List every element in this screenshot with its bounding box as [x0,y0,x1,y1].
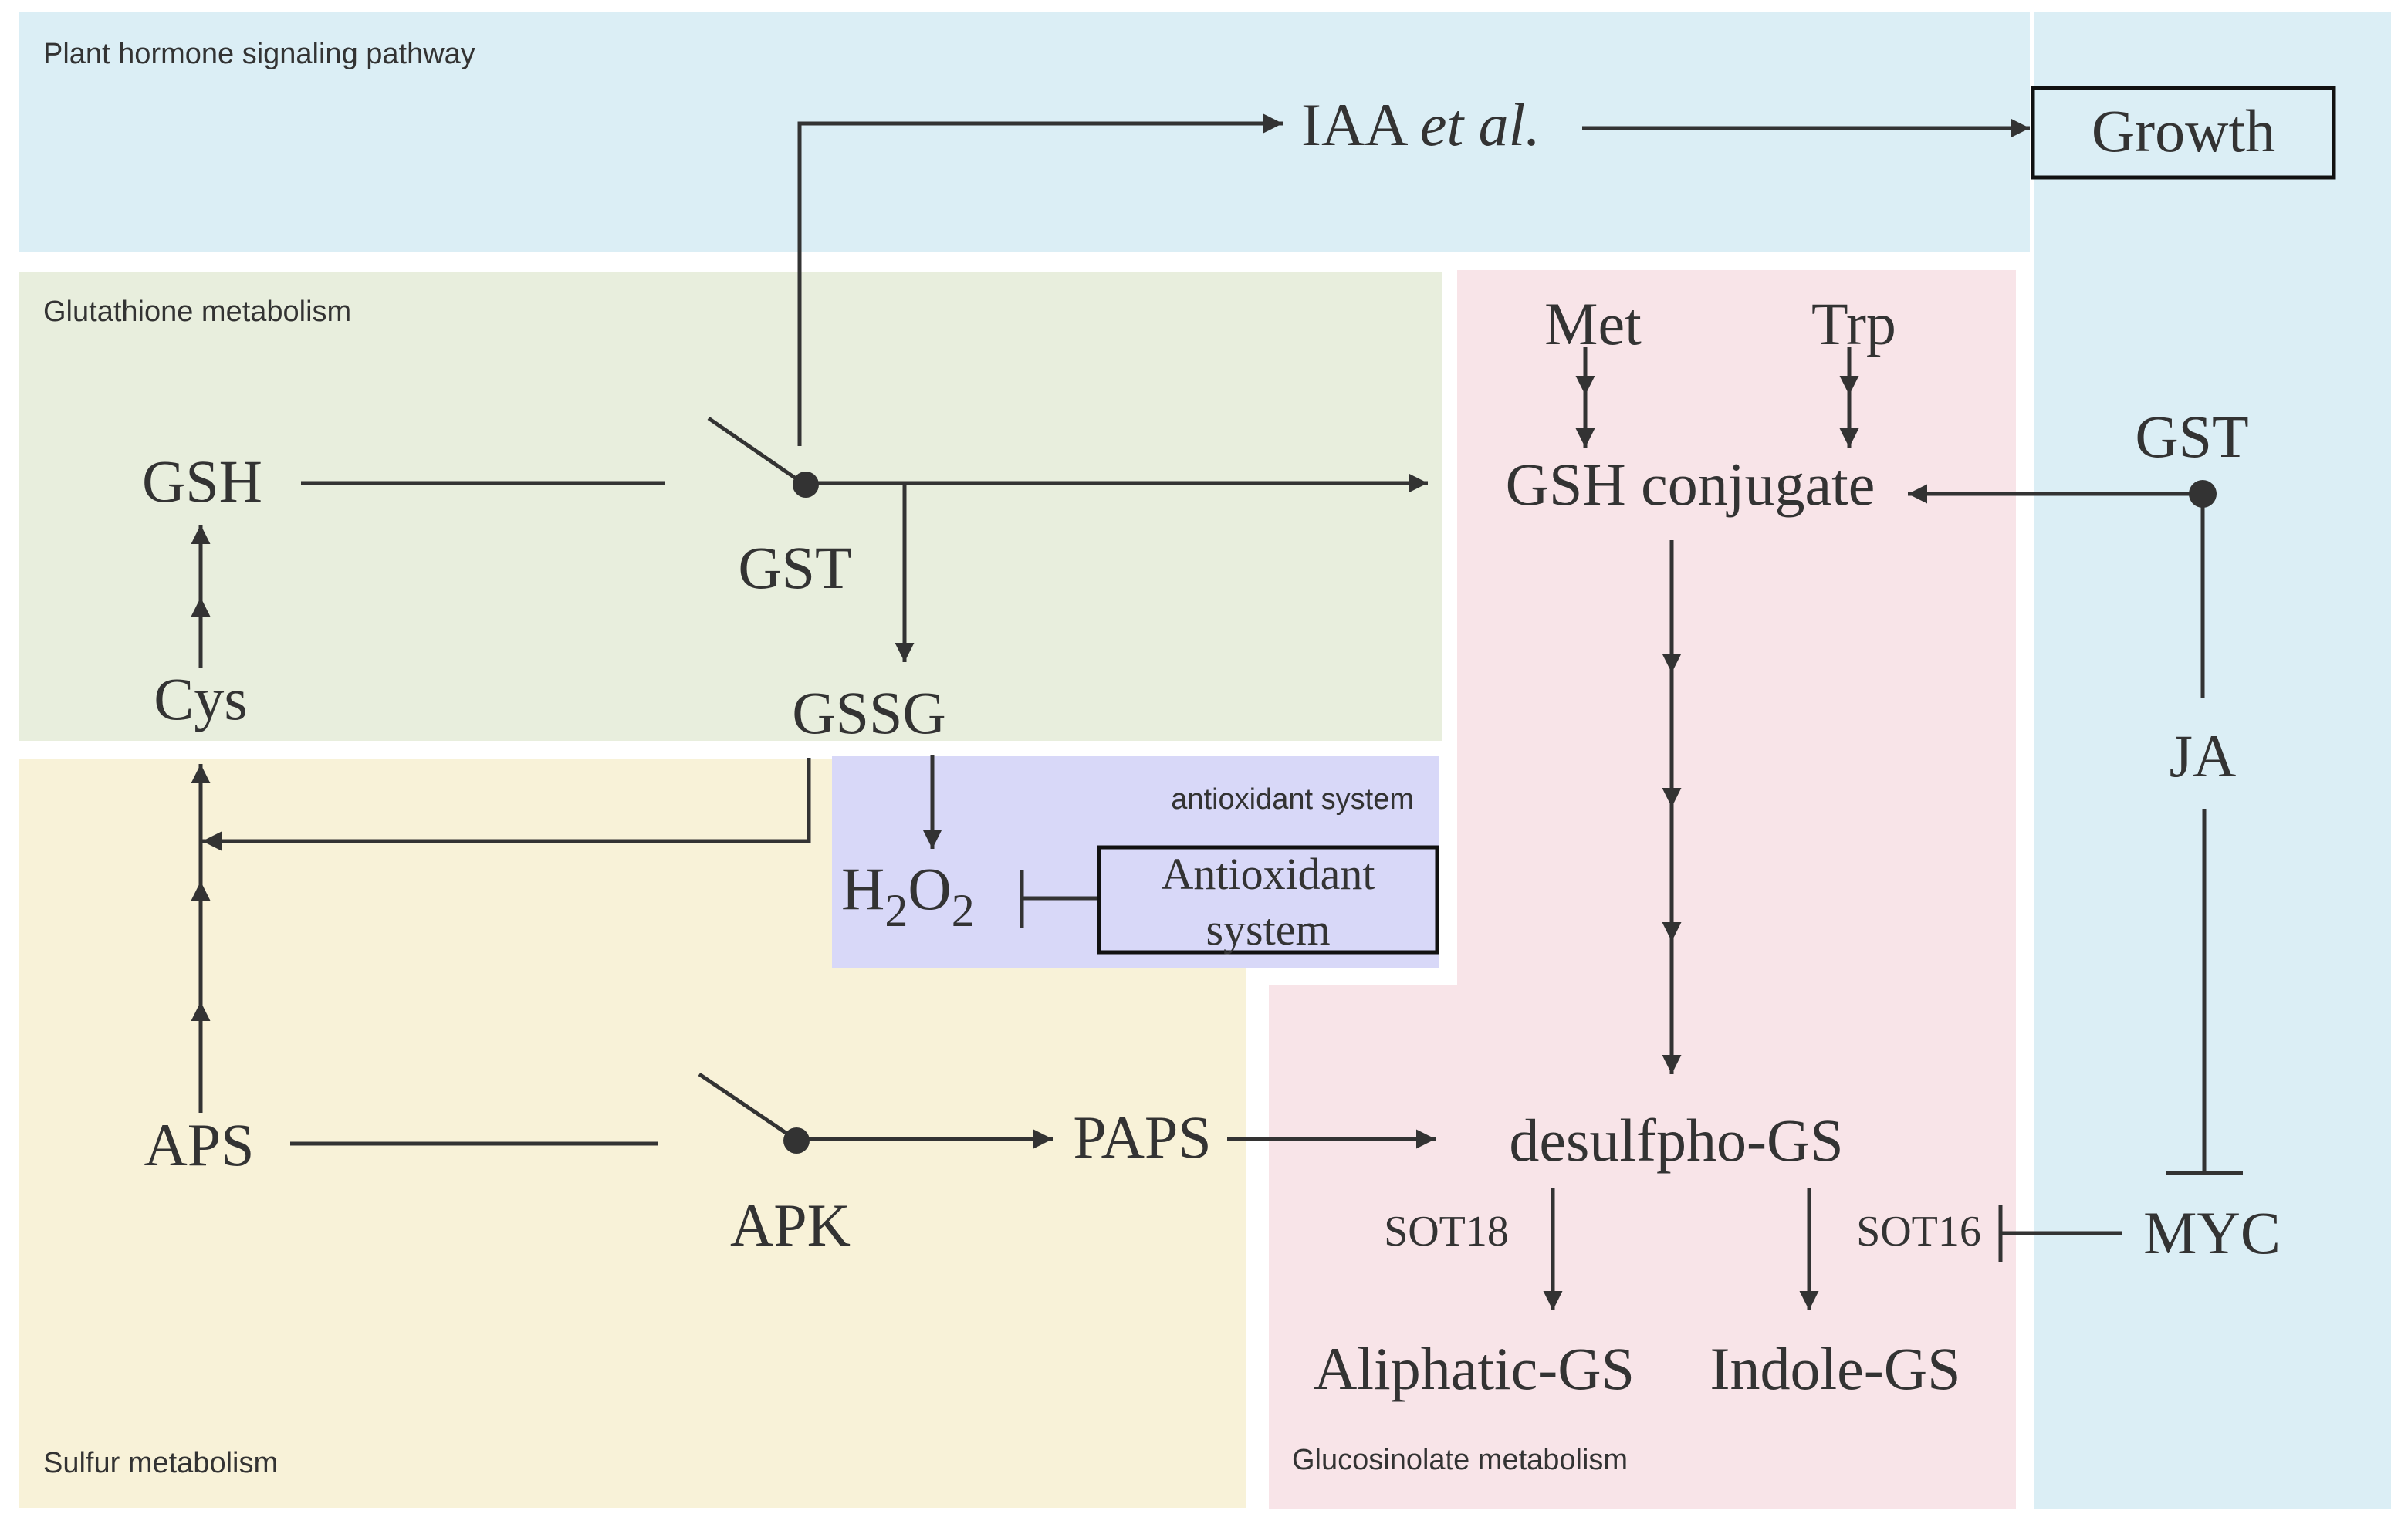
plant-hormone-region [19,12,2030,252]
node-h2o2-sub1: 2 [884,885,908,936]
growth-box [2031,86,2336,180]
edge-loop-to-iaa [797,113,1283,446]
node-h2o2: H2O2 [841,855,975,936]
gst-right-pivot [2189,480,2217,508]
node-sot16: SOT16 [1856,1208,1981,1256]
node-iaa-italic: et al. [1420,91,1541,158]
node-trp: Trp [1811,290,1896,357]
antioxidant-system-box [1097,845,1439,955]
node-gsh: GSH [142,448,262,515]
region-title-glutathione: Glutathione metabolism [43,296,351,328]
region-title-antioxidant: antioxidant system [1171,783,1414,816]
node-cys: Cys [154,665,247,732]
node-apk: APK [730,1191,851,1259]
node-h2o2-o: O [908,855,951,922]
region-title-plant-hormone: Plant hormone signaling pathway [43,38,475,70]
node-sot18: SOT18 [1384,1208,1509,1256]
node-paps: PAPS [1073,1104,1211,1171]
node-aliphatic-gs: Aliphatic-GS [1314,1335,1635,1402]
node-aps: APS [144,1111,254,1178]
node-antioxidant-line1: Antioxidant [1161,849,1375,899]
node-growth: Growth [2092,97,2275,164]
apk-switch-pivot [783,1127,810,1154]
node-gssg: GSSG [792,679,945,746]
edge-gssg-to-cys-line [202,758,811,851]
node-desulfo-gs: desulfpho-GS [1509,1107,1843,1174]
node-gsh-conjugate: GSH conjugate [1506,451,1875,518]
node-iaa: IAA et al. [1301,91,1541,158]
glucosinolate-region-lower [1269,985,2016,1509]
apk-switch-lever [698,1072,796,1141]
pathway-edges [191,113,2243,1310]
gst-switch-pivot [793,472,819,498]
gst-switch-lever [707,416,804,485]
node-gst-left: GST [738,534,851,601]
region-title-glucosinolate: Glucosinolate metabolism [1292,1444,1628,1476]
node-antioxidant-line2: system [1206,904,1330,955]
region-title-sulfur: Sulfur metabolism [43,1447,278,1479]
node-gst-right: GST [2135,403,2248,470]
node-myc: MYC [2143,1199,2281,1266]
node-ja: JA [2170,722,2237,789]
plant-hormone-region-right [2034,12,2391,1509]
glucosinolate-region [1457,270,2016,988]
glutathione-region [19,272,1442,741]
node-met: Met [1544,290,1642,357]
node-h2o2-sub2: 2 [952,885,975,936]
node-indole-gs: Indole-GS [1710,1335,1961,1402]
